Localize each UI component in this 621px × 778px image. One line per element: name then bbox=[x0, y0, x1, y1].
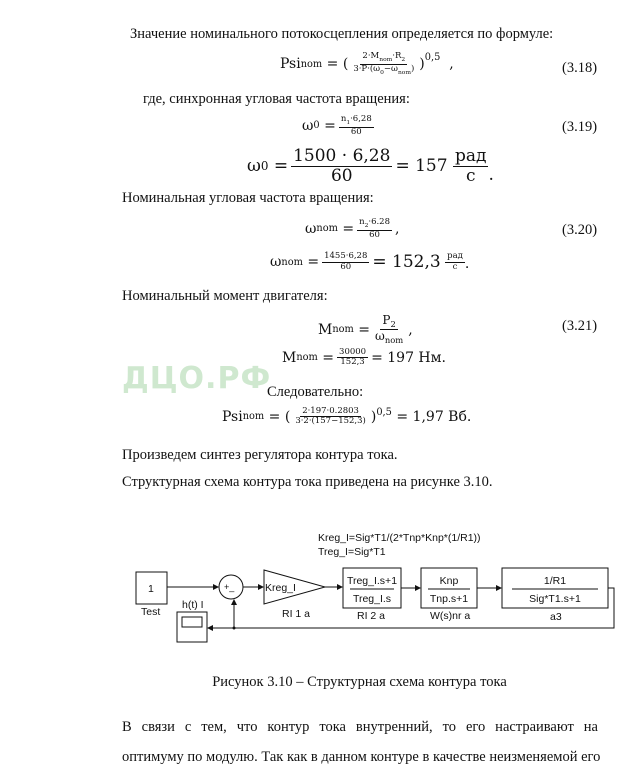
paragraph: Номинальная угловая частота вращения: bbox=[122, 190, 374, 206]
test-block bbox=[135, 571, 168, 605]
plant-numerator: 1/R1 bbox=[544, 575, 566, 587]
equation-number: (3.20) bbox=[562, 222, 598, 238]
converter-denominator: Tnp.s+1 bbox=[430, 593, 468, 605]
paragraph: где, синхронная угловая частота вращения… bbox=[143, 91, 410, 107]
watermark: ДЦО.РФ bbox=[122, 361, 272, 396]
annotation-kreg: Kreg_I=Sig*T1/(2*Tnp*Knp*(1/R1)) bbox=[318, 532, 481, 544]
paragraph: оптимуму по модулю. Так как в данном кон… bbox=[122, 749, 601, 765]
paragraph: Структурная схема контура тока приведена… bbox=[122, 474, 493, 490]
gain-label: RI 1 a bbox=[282, 608, 310, 620]
block-diagram: Kreg_I=Sig*T1/(2*Tnp*Knp*(1/R1)) Treg_I=… bbox=[135, 532, 615, 643]
paragraph: В связи с тем, что контур тока внутренни… bbox=[122, 719, 598, 735]
test-label: Test bbox=[141, 606, 160, 618]
equation-number: (3.19) bbox=[562, 119, 598, 135]
paragraph: Номинальный момент двигателя: bbox=[122, 288, 328, 304]
gain-block bbox=[263, 569, 327, 605]
scope-label: h(t) I bbox=[182, 599, 204, 611]
annotation-treg: Treg_I=Sig*T1 bbox=[318, 546, 386, 558]
paragraph: Значение номинального потокосцепления оп… bbox=[130, 26, 554, 42]
sum-signs: +_ bbox=[224, 582, 235, 592]
converter-label: W(s)nr a bbox=[430, 610, 470, 622]
equation-number: (3.21) bbox=[562, 318, 598, 334]
plant-label: a3 bbox=[550, 611, 562, 623]
converter-numerator: Knp bbox=[440, 575, 459, 587]
equation-number: (3.18) bbox=[562, 60, 598, 76]
paragraph: Произведем синтез регулятора контура ток… bbox=[122, 447, 398, 463]
test-value: 1 bbox=[148, 583, 154, 595]
pi-denominator: Treg_I.s bbox=[353, 593, 391, 605]
paragraph: Следовательно: bbox=[267, 384, 364, 400]
pi-numerator: Treg_I.s+1 bbox=[347, 575, 397, 587]
gain-value: Kreg_I bbox=[265, 582, 296, 594]
figure-caption: Рисунок 3.10 – Структурная схема контура… bbox=[212, 674, 507, 690]
pi-label: RI 2 a bbox=[357, 610, 385, 622]
plant-denominator: Sig*T1.s+1 bbox=[529, 593, 581, 605]
